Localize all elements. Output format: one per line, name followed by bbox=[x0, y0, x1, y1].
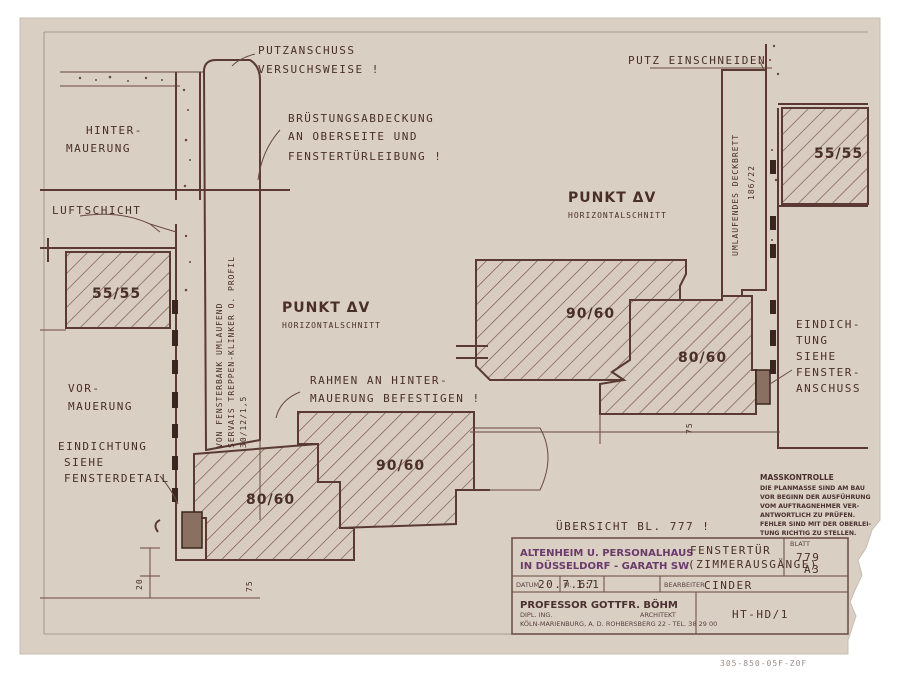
note-bruestung-1: BRÜSTUNGSABDECKUNG bbox=[288, 112, 434, 125]
note-sill-2: SERVAIS TREPPEN-KLINKER O. PROFIL bbox=[227, 256, 236, 448]
label-wall-left: 55/55 bbox=[92, 286, 141, 302]
note-vor-1: VOR- bbox=[68, 382, 101, 395]
architect-name: PROFESSOR GOTTFR. BÖHM bbox=[520, 597, 678, 611]
note-eindicht-left-2: SIEHE bbox=[64, 456, 105, 469]
sealing-left bbox=[181, 511, 203, 549]
sill-strip bbox=[202, 59, 261, 452]
dim-left-75: 75 bbox=[245, 580, 254, 592]
architect-title-2: ARCHITEKT bbox=[640, 611, 676, 619]
subject-line-2: (ZIMMERAUSGÄNGE) bbox=[688, 558, 818, 571]
frame-section-left-b bbox=[297, 411, 475, 530]
svg-text:VOR BEGINN DER AUSFÜHRUNG: VOR BEGINN DER AUSFÜHRUNG bbox=[760, 492, 871, 501]
bearbeiter-label: BEARBEITER bbox=[664, 581, 705, 589]
title-punkt-left: PUNKT ΔV bbox=[282, 300, 370, 316]
wall-section-right bbox=[781, 107, 869, 205]
note-eindicht-right-1: EINDICH- bbox=[796, 318, 861, 331]
datum-label: DATUM bbox=[516, 581, 539, 589]
note-rahmen-2: MAUERUNG BEFESTIGEN ! bbox=[310, 392, 481, 405]
note-vor-2: MAUERUNG bbox=[68, 400, 133, 413]
label-frame-right-b: 80/60 bbox=[678, 350, 727, 366]
label-wall-right: 55/55 bbox=[814, 146, 863, 162]
note-eindicht-left-3: FENSTERDETAIL bbox=[64, 472, 170, 485]
masskontrolle-title: MASSKONTROLLE bbox=[760, 473, 834, 482]
note-eindicht-right-5: ANSCHUSS bbox=[796, 382, 861, 395]
note-deckbrett-2: 186/22 bbox=[747, 165, 756, 200]
note-luftschicht: LUFTSCHICHT bbox=[52, 204, 141, 217]
note-sill-1: VON FENSTERBANK UMLAUFEND bbox=[215, 303, 224, 448]
note-bruestung-3: FENSTERTÜRLEIBUNG ! bbox=[288, 150, 442, 163]
project-line-1: ALTENHEIM U. PERSONALHAUS bbox=[520, 548, 693, 559]
note-eindicht-right-3: SIEHE bbox=[796, 350, 837, 363]
label-frame-left-a: 80/60 bbox=[246, 492, 295, 508]
svg-text:FEHLER SIND MIT DER OBERLEI-: FEHLER SIND MIT DER OBERLEI- bbox=[760, 521, 872, 528]
facing-joints bbox=[172, 160, 776, 502]
blatt-number: 779 bbox=[796, 551, 820, 564]
architect-title-1: DIPL. ING. bbox=[520, 611, 552, 619]
masskontrolle-lines: DIE PLANMASSE SIND AM BAU VOR BEGINN DER… bbox=[760, 485, 872, 537]
note-eindicht-right-2: TUNG bbox=[796, 334, 829, 347]
note-putzanschuss-1: PUTZANSCHUSS bbox=[258, 44, 355, 57]
svg-text:TUNG RICHTIG ZU STELLEN.: TUNG RICHTIG ZU STELLEN. bbox=[760, 530, 856, 537]
note-uebersicht: ÜBERSICHT BL. 777 ! bbox=[556, 520, 710, 533]
svg-text:DIE PLANMASSE SIND AM BAU: DIE PLANMASSE SIND AM BAU bbox=[760, 485, 865, 492]
datum-value: 20.7.67 bbox=[538, 578, 595, 591]
bearbeiter-value: CINDER bbox=[704, 579, 753, 592]
subtitle-punkt-right: HORIZONTALSCHNITT bbox=[568, 211, 667, 220]
frame-section-right-b bbox=[599, 295, 757, 415]
note-eindicht-right-4: FENSTER- bbox=[796, 366, 861, 379]
title-punkt-right: PUNKT ΔV bbox=[568, 190, 656, 206]
sealing-right bbox=[755, 369, 771, 405]
stone-texture-dots bbox=[78, 44, 780, 292]
wall-section-left bbox=[65, 251, 171, 329]
title-block bbox=[511, 537, 849, 635]
massstab-label: M. bbox=[564, 581, 572, 589]
subtitle-punkt-left: HORIZONTALSCHNITT bbox=[282, 321, 381, 330]
svg-text:ANTWORTLICH ZU PRÜFEN.: ANTWORTLICH ZU PRÜFEN. bbox=[760, 510, 855, 519]
dim-right-75: 75 bbox=[685, 422, 694, 434]
note-eindicht-left-1: EINDICHTUNG bbox=[58, 440, 147, 453]
note-bruestung-2: AN OBERSEITE UND bbox=[288, 130, 418, 143]
note-rahmen-1: RAHMEN AN HINTER- bbox=[310, 374, 448, 387]
project-line-2: IN DÜSSELDORF - GARATH SW bbox=[520, 558, 689, 572]
blatt-label: BLATT bbox=[790, 540, 810, 548]
subject-line-1: FENSTERTÜR bbox=[690, 544, 771, 557]
label-frame-right-a: 90/60 bbox=[566, 306, 615, 322]
architect-address: KÖLN-MARIENBURG, A. D. ROHBERSBERG 22 - … bbox=[520, 619, 717, 628]
label-frame-left-b: 90/60 bbox=[376, 458, 425, 474]
massstab-value: 1:1 bbox=[576, 578, 600, 591]
note-putz-einschneiden: PUTZ EINSCHNEIDEN bbox=[628, 54, 766, 67]
note-sill-3: 30/12/1,5 bbox=[239, 396, 248, 448]
sheet-format: A3 bbox=[804, 563, 820, 576]
note-hinter-1: HINTER- bbox=[86, 124, 143, 137]
note-putzanschuss-2: VERSUCHSWEISE ! bbox=[258, 63, 380, 76]
note-hinter-2: MAUERUNG bbox=[66, 142, 131, 155]
dim-left-20: 20 bbox=[135, 578, 144, 590]
svg-text:VOM AUFTRAGNEHMER VER-: VOM AUFTRAGNEHMER VER- bbox=[760, 503, 860, 510]
note-deckbrett-1: UMLAUFENDES DECKBRETT bbox=[731, 134, 740, 256]
margin-note: 305-850-05F-Z0F bbox=[720, 659, 807, 668]
drawing-number: HT-HD/1 bbox=[732, 608, 789, 621]
